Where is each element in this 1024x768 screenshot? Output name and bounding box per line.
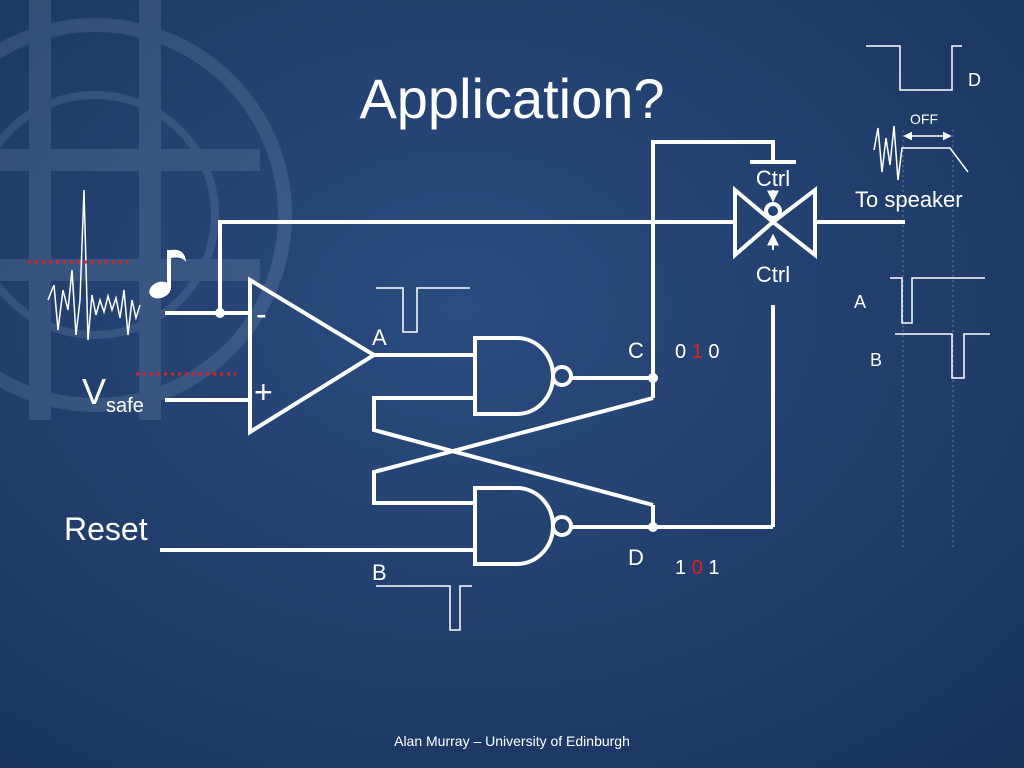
sensor-waveform	[47, 189, 141, 341]
ctrl-bottom-label: Ctrl	[756, 262, 790, 287]
vsafe-subscript: safe	[106, 395, 144, 417]
a-timing-waveform	[890, 277, 985, 324]
to-speaker-label: To speaker	[855, 187, 963, 212]
node-c-label: C	[628, 338, 644, 363]
music-note-icon	[149, 249, 186, 299]
c-seq-1: 1	[692, 341, 703, 363]
timing-a-label: A	[854, 292, 866, 312]
reset-label: Reset	[64, 511, 148, 547]
ctrl-top-label: Ctrl	[756, 166, 790, 191]
transmission-gate	[733, 160, 817, 260]
d-timing-waveform	[866, 45, 962, 91]
op-amp-plus-label: +	[254, 374, 273, 410]
vsafe-main: V	[82, 371, 106, 412]
timing-b-label: B	[870, 350, 882, 370]
d-seq-2: 1	[708, 557, 719, 579]
university-crest-watermark	[0, 0, 292, 420]
d-seq-1: 0	[692, 557, 703, 579]
c-seq-0: 0	[675, 341, 686, 363]
slide-footer: Alan Murray – University of Edinburgh	[394, 733, 630, 749]
d-state-sequence: 1 0 1	[675, 557, 720, 579]
b-pulse-waveform	[376, 585, 472, 631]
timing-off-label: OFF	[910, 111, 938, 127]
vsafe-label: Vsafe	[82, 371, 144, 417]
op-amp	[248, 276, 378, 436]
a-pulse-waveform	[376, 287, 470, 333]
c-state-sequence: 0 1 0	[675, 341, 720, 363]
d-seq-0: 1	[675, 557, 686, 579]
junction-dot	[648, 522, 658, 532]
node-d-label: D	[628, 545, 644, 570]
upper-nand-bubble	[551, 365, 573, 387]
b-timing-waveform	[895, 333, 990, 379]
junction-dot	[215, 308, 225, 318]
op-amp-minus-label: -	[256, 296, 267, 332]
timing-d-label: D	[968, 70, 981, 90]
slide-title: Application?	[359, 67, 664, 130]
node-b-label: B	[372, 560, 387, 585]
node-a-label: A	[372, 325, 387, 350]
speaker-timing-waveform	[873, 125, 969, 181]
c-seq-2: 0	[708, 341, 719, 363]
lower-nand-bubble	[551, 515, 573, 537]
circuit-wires	[160, 140, 905, 552]
junction-dot	[648, 373, 658, 383]
